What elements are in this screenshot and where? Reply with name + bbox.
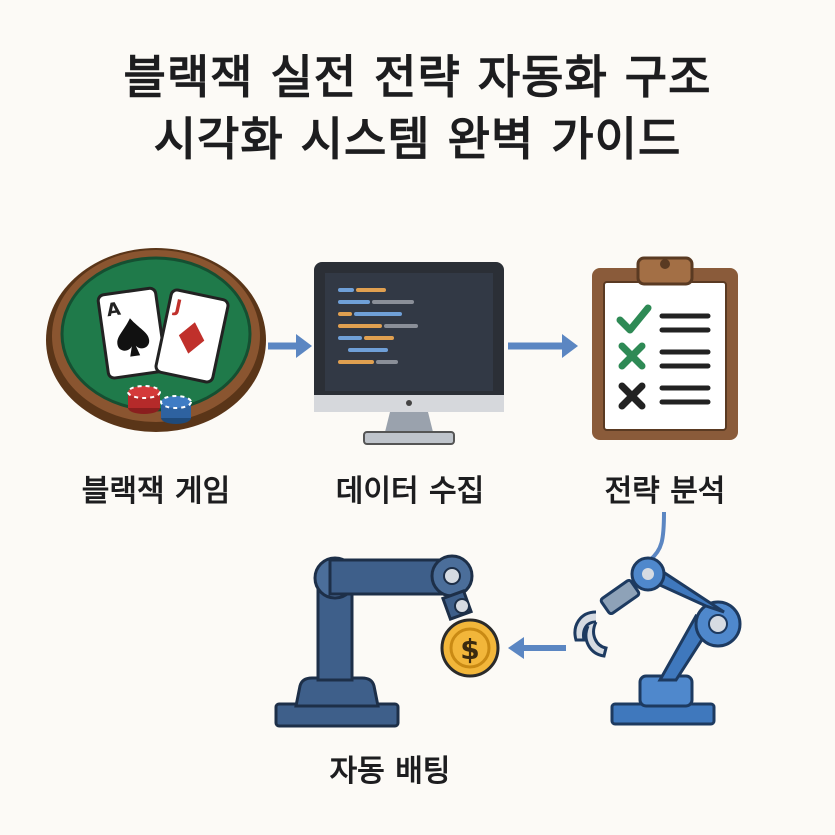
spade-icon <box>117 318 150 357</box>
diamond-icon <box>178 322 205 354</box>
label-data-collection: 데이터 수집 <box>335 474 485 509</box>
robot-arm-right-icon <box>573 556 742 726</box>
x-mark-icon <box>618 382 646 410</box>
robot-arm-left-icon <box>274 554 474 728</box>
x-mark-icon <box>618 342 646 370</box>
checklist-lines <box>659 313 711 405</box>
connector-line <box>648 511 666 562</box>
page-title: 블랙잭 실전 전략 자동화 구조 시각화 시스템 완벽 가이드 <box>0 46 835 170</box>
title-line-2: 시각화 시스템 완벽 가이드 <box>153 112 682 166</box>
ace-of-spades-card: A <box>96 286 168 380</box>
dollar-coin-icon: $ <box>440 618 500 678</box>
blue-chip-stack-icon <box>160 395 192 424</box>
code-lines <box>338 288 418 364</box>
jack-card: J <box>154 288 230 384</box>
clipboard-icon <box>592 256 738 440</box>
ace-rank-label: A <box>105 299 122 322</box>
label-auto-betting: 자동 배팅 <box>329 754 451 789</box>
blackjack-table-icon: A J <box>46 248 266 432</box>
label-strategy-analysis: 전략 분석 <box>604 474 726 509</box>
red-chip-stack-icon <box>127 385 161 414</box>
arrow-right-icon <box>268 334 312 358</box>
monitor-icon <box>314 262 504 445</box>
dollar-symbol: $ <box>460 633 479 666</box>
arrow-left-icon <box>508 637 566 659</box>
title-line-1: 블랙잭 실전 전략 자동화 구조 <box>123 50 712 104</box>
label-blackjack-game: 블랙잭 게임 <box>81 474 231 509</box>
check-icon <box>616 304 652 334</box>
arrow-right-icon <box>508 334 578 358</box>
